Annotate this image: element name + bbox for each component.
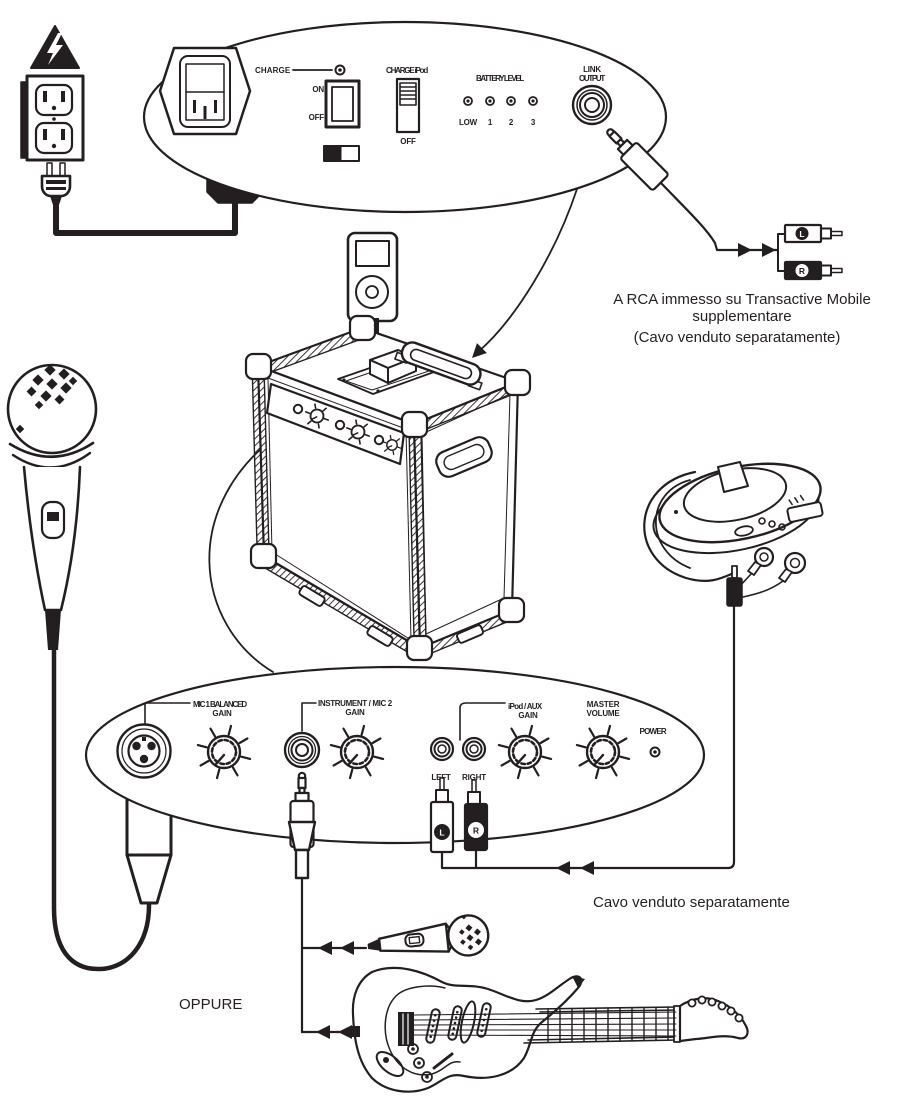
voltage-selector	[323, 145, 360, 162]
front-panel-strip	[265, 382, 406, 466]
off-label: OFF	[309, 113, 325, 122]
right-label: RIGHT	[462, 773, 486, 782]
rca-right-letter: R	[799, 266, 805, 276]
power-switch: ON OFF	[309, 79, 361, 129]
rca-jack-left	[429, 736, 455, 762]
arrow-left-icon	[339, 940, 355, 956]
power-led	[649, 746, 661, 758]
master-label-line2: VOLUME	[586, 709, 620, 718]
battery-mark-low: LOW	[459, 118, 478, 127]
instrument-jack	[283, 702, 321, 769]
rear-panel-oval: CHARGE ON OFF CHARGE iPod OFF BATTERY L	[142, 20, 668, 214]
battery-level-leds: BATTERY LEVEL LOW 1 2 3	[459, 74, 538, 127]
callout-curve-front	[208, 430, 284, 673]
arrow-left-icon	[555, 860, 571, 876]
rca-left-letter: L	[799, 229, 804, 239]
on-label: ON	[312, 85, 324, 94]
rca-note-line2: supplementare	[692, 308, 791, 325]
iec-inlet	[158, 46, 252, 136]
battery-mark-1: 1	[488, 118, 493, 127]
arrow-right-icon	[737, 242, 753, 258]
guitar-jack	[346, 1026, 360, 1037]
inst-label-line2: GAIN	[345, 708, 365, 717]
rca-note: A RCA immesso su Transactive Mobile supp…	[613, 291, 871, 346]
battery-level-label: BATTERY LEVEL	[476, 74, 524, 83]
link-output-jack: LINK OUTPUT	[571, 65, 613, 126]
aux-cable	[440, 604, 736, 876]
mic-cable	[51, 647, 152, 972]
power-plug	[40, 162, 72, 205]
instrument-plug	[287, 771, 317, 880]
guitar-controls	[375, 1043, 454, 1083]
arrow-left-icon	[579, 860, 595, 876]
warning-triangle-icon	[30, 25, 80, 69]
mini-plug	[726, 565, 743, 607]
arrow-left-icon	[315, 1024, 331, 1040]
oppure-label: OPPURE	[179, 996, 242, 1013]
link-rca-cable: L R	[659, 181, 843, 281]
microphone-2	[367, 914, 490, 957]
link-label-line2: OUTPUT	[579, 74, 605, 83]
front-panel-oval: MIC 1 BALANCED GAIN INSTRUMENT / MIC 2 G…	[84, 665, 706, 845]
mic1-label-line1: MIC 1 BALANCED	[193, 700, 247, 709]
charge-ipod-off-label: OFF	[400, 137, 416, 146]
cd-player	[643, 461, 824, 598]
charge-led: CHARGE	[255, 64, 346, 76]
microphone-1	[6, 363, 98, 650]
rca-left-letter-bottom: L	[439, 828, 444, 838]
master-label-line1: MASTER	[587, 700, 620, 709]
inst-label-line1: INSTRUMENT / MIC 2	[318, 699, 393, 708]
power-label: POWER	[640, 727, 667, 736]
mic1-combo-jack	[116, 702, 191, 779]
link-label-line1: LINK	[583, 65, 601, 74]
cable-note: Cavo venduto separatamente	[593, 894, 790, 911]
ipod-aux-label-line1: iPod / AUX	[508, 702, 543, 711]
mic1-label-line2: GAIN	[212, 709, 232, 718]
charge-label: CHARGE	[255, 66, 291, 75]
ipod-aux-label-line2: GAIN	[518, 711, 538, 720]
arrow-left-icon	[317, 940, 333, 956]
instrument-cable	[300, 876, 368, 1040]
battery-mark-3: 3	[531, 118, 536, 127]
rca-note-line1: A RCA immesso su Transactive Mobile	[613, 291, 871, 308]
wall-outlet	[20, 74, 85, 162]
guitar-strings	[413, 1011, 677, 1037]
side-handle	[435, 436, 493, 478]
arrow-right-icon	[761, 242, 777, 258]
rca-note-line3: (Cavo venduto separatamente)	[634, 329, 841, 346]
rca-right-letter-bottom: R	[473, 826, 479, 836]
charge-ipod-label: CHARGE iPod	[386, 66, 428, 75]
electric-guitar	[346, 966, 749, 1093]
guitar-headstock	[678, 995, 749, 1043]
callout-curve-rear	[477, 188, 578, 353]
charge-ipod-switch: CHARGE iPod OFF	[386, 66, 429, 146]
battery-mark-2: 2	[509, 118, 514, 127]
speaker-cabinet	[244, 314, 532, 662]
mic-grille-dots	[15, 364, 78, 434]
rca-plug-black: R	[783, 260, 843, 281]
top-handle	[394, 341, 483, 391]
rca-plug-white: L	[783, 223, 843, 244]
rca-jack-right	[461, 736, 487, 762]
guitar-bridge	[398, 1012, 414, 1046]
ipod	[346, 231, 399, 323]
